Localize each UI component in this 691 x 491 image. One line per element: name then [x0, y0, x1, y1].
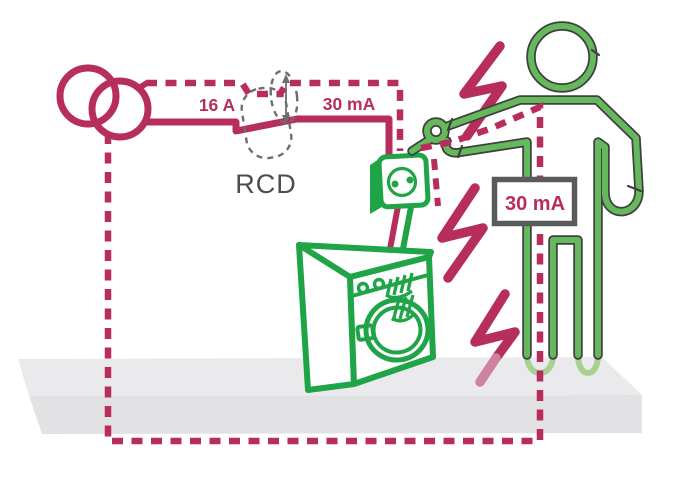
- body-current-value: 30 mA: [505, 193, 565, 215]
- appliance-cords: [387, 205, 414, 255]
- vent-hatch-icon: [385, 272, 415, 323]
- drum-door-icon: [363, 297, 431, 363]
- rcd-name-label: RCD: [235, 169, 297, 199]
- power-socket-icon: [370, 152, 431, 214]
- breaker-current-label: 16 A: [199, 95, 236, 115]
- body-current-badge: 30 mA: [491, 176, 578, 227]
- lightning-bolt-icon: [470, 289, 520, 363]
- washing-machine-icon: [296, 242, 436, 393]
- torso-and-right-arm: [445, 97, 643, 358]
- fault-current-loop-dashed: [104, 102, 544, 445]
- badge-frame: [491, 176, 578, 227]
- lightning-bolts: [437, 41, 520, 387]
- inner-legs: [550, 237, 581, 358]
- knob-icon: [356, 281, 370, 295]
- neutral-feed-dashed-line: [146, 79, 404, 151]
- rcd-trip-current-label: 30 mA: [323, 94, 376, 114]
- rcd-switch-icon: [240, 69, 299, 160]
- floor-front-face: [29, 395, 642, 434]
- phase-line-with-switch: [146, 115, 393, 157]
- head: [528, 23, 596, 91]
- knob-icon: [372, 277, 386, 291]
- foot-in-floor: [575, 352, 601, 376]
- socket-hole: [391, 180, 399, 188]
- rcd-movement-arrow-icon: [282, 74, 290, 124]
- transformer-icon: [56, 64, 152, 141]
- lightning-bolt-icon: [437, 183, 488, 283]
- door-handle-icon: [355, 323, 376, 342]
- lightning-bolt-tip: [475, 353, 501, 387]
- socket-hole: [406, 176, 414, 184]
- fault-path-dashed-segment: [431, 158, 441, 207]
- hand-at-socket: [424, 119, 448, 143]
